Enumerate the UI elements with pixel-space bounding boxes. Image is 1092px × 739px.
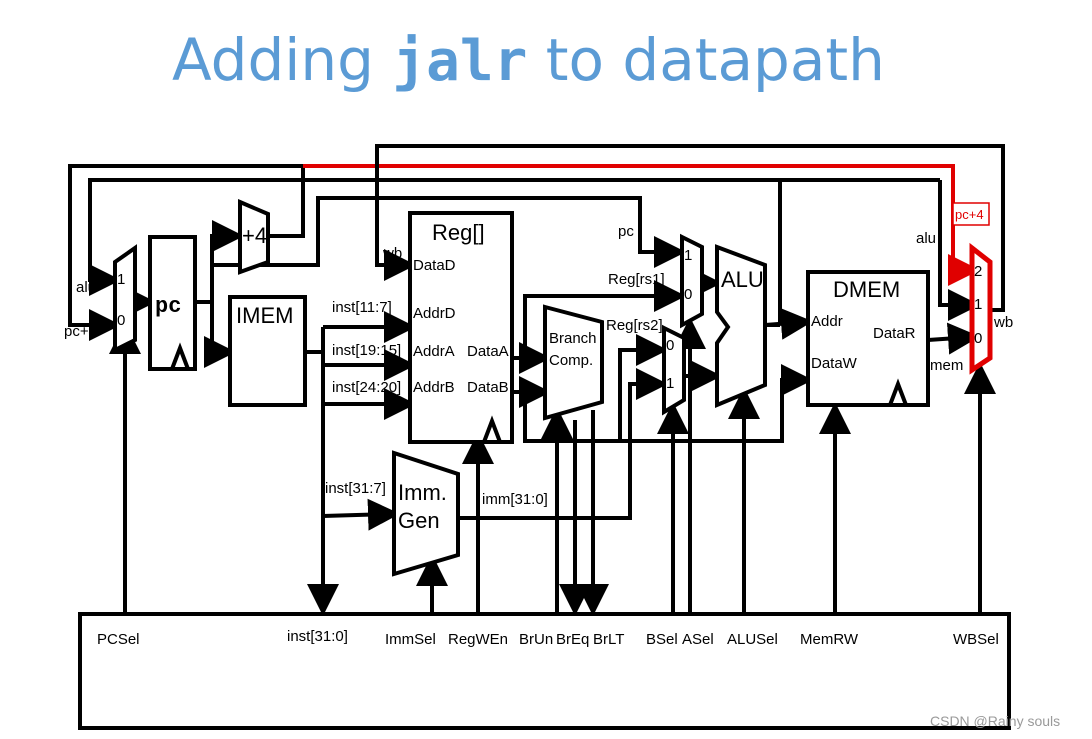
wire-alu-to-pcmux (88, 178, 782, 325)
svg-text:0: 0 (666, 337, 674, 354)
wb-mux: 2 1 0 (969, 242, 993, 375)
wire-pc-to-adder (195, 220, 244, 304)
svg-text:AddrA: AddrA (413, 343, 455, 360)
svg-text:DataD: DataD (413, 257, 456, 274)
imm-gen-block: Imm. Gen (392, 450, 460, 577)
svg-text:1: 1 (666, 375, 674, 392)
svg-text:DataW: DataW (811, 355, 858, 372)
wire-pc-to-imem (204, 302, 236, 368)
svg-text:Imm.: Imm. (398, 480, 447, 505)
svg-text:imm[31:0]: imm[31:0] (482, 491, 548, 508)
pc-register: pc (148, 235, 197, 371)
wire-inst-31-7 (322, 498, 400, 531)
ctl-label-breq: BrEq (556, 631, 589, 648)
svg-text:wb: wb (382, 245, 402, 262)
ctl-label-brlt: BrLT (593, 631, 624, 648)
pc-mux: 1 0 (113, 244, 137, 354)
ctl-label-wbsel: WBSel (953, 631, 999, 648)
wire-imm-to-bmux (460, 368, 668, 520)
svg-text:pc+4: pc+4 (64, 323, 97, 340)
wires (68, 144, 1005, 616)
svg-text:2: 2 (974, 263, 982, 280)
svg-text:1: 1 (117, 271, 125, 288)
svg-text:+4: +4 (242, 223, 267, 248)
svg-text:DataA: DataA (467, 343, 509, 360)
svg-text:pc+4: pc+4 (955, 207, 984, 222)
imem-block: IMEM (228, 295, 307, 407)
slide-title: Adding jalr to datapath (172, 26, 885, 94)
svg-text:0: 0 (117, 312, 125, 329)
wire-pc4-to-pcmux (68, 164, 305, 341)
svg-text:IMEM: IMEM (236, 303, 293, 328)
alu-block: ALU (715, 244, 767, 408)
ctl-label-pcsel: PCSel (97, 631, 140, 648)
ctl-label-alusel: ALUSel (727, 631, 778, 648)
svg-text:wb: wb (993, 314, 1013, 331)
wire-pc-to-amux (212, 196, 686, 268)
control-unit: PCSel inst[31:0] ImmSel RegWEn BrUn BrEq… (78, 612, 1011, 730)
svg-text:1: 1 (684, 247, 692, 264)
pc4-highlight-box: pc+4 (952, 202, 990, 226)
wire-mem-to-wbmux (927, 322, 980, 355)
ctl-label-brun: BrUn (519, 631, 553, 648)
ctl-label-immsel: ImmSel (385, 631, 436, 648)
svg-text:Reg[rs2]: Reg[rs2] (606, 317, 663, 334)
wire-wb-to-dataD (375, 144, 1005, 312)
svg-text:DMEM: DMEM (833, 277, 900, 302)
svg-text:alu: alu (76, 279, 96, 296)
ctl-label-memrw: MemRW (800, 631, 859, 648)
svg-text:pc: pc (155, 294, 181, 319)
svg-text:0: 0 (684, 286, 692, 303)
register-file: Reg[] DataD AddrD AddrA DataA AddrB Data… (408, 211, 514, 444)
svg-text:0: 0 (974, 330, 982, 347)
svg-text:ALU: ALU (721, 267, 764, 292)
alu-a-mux: 1 0 (680, 233, 704, 329)
ctl-label-inst: inst[31:0] (287, 628, 348, 645)
svg-text:Gen: Gen (398, 508, 440, 533)
wire-alu-to-wbmux (938, 180, 980, 321)
svg-text:inst[24:20]: inst[24:20] (332, 379, 401, 396)
svg-text:Comp.: Comp. (549, 352, 593, 369)
svg-text:Reg[]: Reg[] (432, 220, 485, 245)
svg-text:AddrB: AddrB (413, 379, 455, 396)
svg-text:inst[11:7]: inst[11:7] (332, 299, 392, 316)
dmem-block: DMEM Addr DataR DataW (806, 270, 930, 407)
ctl-label-asel: ASel (682, 631, 714, 648)
svg-text:mem: mem (930, 357, 963, 374)
svg-text:AddrD: AddrD (413, 305, 456, 322)
svg-text:inst[31:7]: inst[31:7] (325, 480, 386, 497)
ctl-label-regwen: RegWEn (448, 631, 508, 648)
svg-text:Reg[rs1]: Reg[rs1] (608, 271, 665, 288)
branch-comparator: Branch Comp. (543, 304, 604, 421)
svg-text:DataR: DataR (873, 325, 916, 342)
wire-labels: alu pc+4 wb inst[11:7] inst[19:15] inst[… (64, 223, 1013, 508)
svg-text:Branch: Branch (549, 330, 597, 347)
svg-text:pc: pc (618, 223, 634, 240)
svg-text:Addr: Addr (811, 313, 843, 330)
wire-dataB-to-dmem (523, 364, 813, 443)
svg-text:1: 1 (974, 296, 982, 313)
watermark: CSDN @Rainy souls (930, 713, 1060, 729)
plus4-adder: +4 (238, 198, 270, 275)
svg-text:DataB: DataB (467, 379, 509, 396)
wire-dataA-to-amux (512, 280, 686, 360)
svg-text:alu: alu (916, 230, 936, 247)
svg-text:inst[19:15]: inst[19:15] (332, 342, 401, 359)
alu-b-mux: 0 1 (662, 324, 686, 416)
ctl-label-bsel: BSel (646, 631, 678, 648)
wire-dataB-to-bmux (618, 334, 668, 441)
